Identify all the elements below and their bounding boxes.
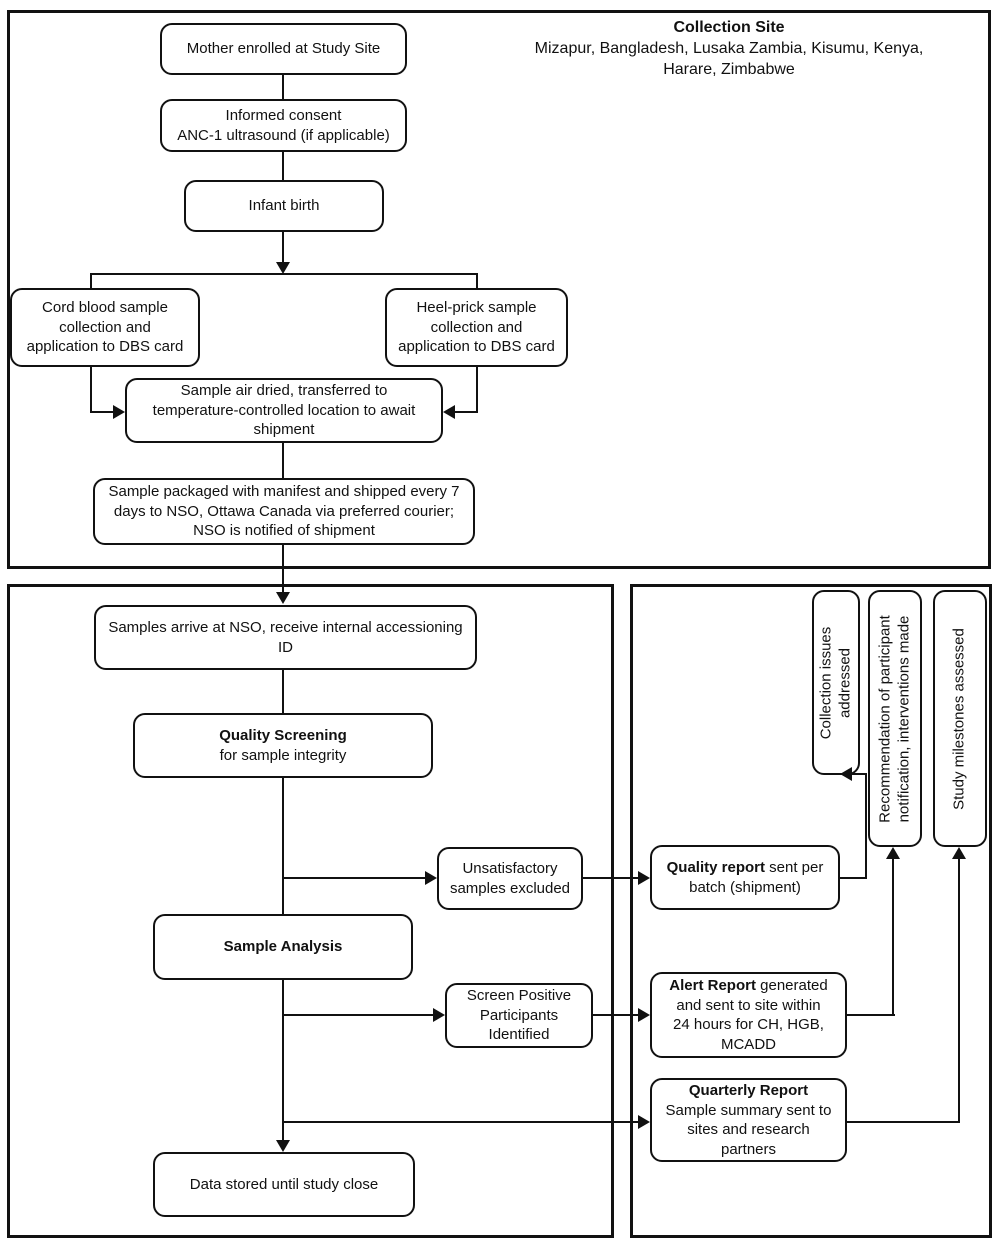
node-recommendation: Recommendation of participant notificati…	[868, 590, 922, 847]
connector-line	[892, 859, 894, 1016]
connector-line	[282, 75, 284, 99]
connector-line	[847, 1121, 960, 1123]
arrowhead-right-icon	[638, 871, 650, 885]
node-samples-arrive-label: Samples arrive at NSO, receive internal …	[108, 619, 463, 656]
arrowhead-down-icon	[276, 262, 290, 274]
node-alert-report-rest: generated and sent to site within 24 hou…	[673, 977, 828, 1053]
node-quarterly-report-rest: Sample summary sent to sites and researc…	[665, 1101, 832, 1158]
connector-line	[90, 411, 115, 413]
node-heel-prick: Heel-prick sample collection and applica…	[385, 288, 568, 367]
node-quality-screening-title: Quality Screening	[219, 727, 347, 744]
node-mother-enrolled-label: Mother enrolled at Study Site	[186, 40, 381, 58]
node-unsatisfactory-label: Unsatisfactory samples excluded	[449, 860, 571, 897]
connector-line	[282, 670, 284, 713]
connector-line	[282, 778, 284, 914]
node-collection-issues-label: Collection issues addressed	[817, 626, 853, 739]
node-screen-positive: Screen Positive Participants Identified	[445, 983, 593, 1048]
arrowhead-left-icon	[443, 405, 455, 419]
node-quality-screening: Quality Screening for sample integrity	[133, 713, 433, 778]
connector-line	[593, 1014, 638, 1016]
node-quality-report-title: Quality report	[666, 859, 765, 876]
arrowhead-up-icon	[886, 847, 900, 859]
connector-line	[583, 877, 638, 879]
arrowhead-right-icon	[638, 1115, 650, 1129]
arrowhead-right-icon	[433, 1008, 445, 1022]
arrowhead-right-icon	[638, 1008, 650, 1022]
node-quality-screening-sub: for sample integrity	[219, 746, 347, 764]
connector-line	[453, 411, 478, 413]
arrowhead-down-icon	[276, 1140, 290, 1152]
node-screen-positive-label: Screen Positive Participants Identified	[466, 987, 572, 1044]
connector-line	[476, 273, 478, 288]
arrowhead-right-icon	[425, 871, 437, 885]
connector-line	[852, 773, 867, 775]
node-alert-report: Alert Report generated and sent to site …	[650, 972, 847, 1058]
connector-line	[283, 1014, 433, 1016]
connector-line	[282, 232, 284, 264]
connector-line	[282, 980, 284, 1140]
node-sample-packaged-label: Sample packaged with manifest and shippe…	[108, 483, 460, 540]
connector-line	[282, 443, 284, 478]
node-informed-consent: Informed consent ANC-1 ultrasound (if ap…	[160, 99, 407, 152]
node-study-milestones: Study milestones assessed	[933, 590, 987, 847]
nso-processing-panel	[7, 584, 614, 1238]
node-samples-arrive: Samples arrive at NSO, receive internal …	[94, 605, 477, 670]
arrowhead-left-icon	[840, 767, 852, 781]
node-recommendation-label: Recommendation of participant notificati…	[876, 614, 912, 823]
node-quarterly-report: Quarterly Report Sample summary sent to …	[650, 1078, 847, 1162]
connector-line	[840, 877, 867, 879]
connector-line	[958, 859, 960, 1123]
connector-line	[90, 273, 92, 288]
node-heel-prick-label: Heel-prick sample collection and applica…	[398, 299, 555, 356]
collection-site-header: Collection Site Mizapur, Bangladesh, Lus…	[479, 18, 979, 80]
node-cord-blood-label: Cord blood sample collection and applica…	[26, 299, 184, 356]
connector-line	[90, 273, 478, 275]
arrowhead-down-icon	[276, 592, 290, 604]
node-collection-issues: Collection issues addressed	[812, 590, 860, 775]
node-quarterly-report-title: Quarterly Report	[688, 1082, 809, 1099]
node-data-stored: Data stored until study close	[153, 1152, 415, 1217]
node-sample-analysis: Sample Analysis	[153, 914, 413, 980]
node-sample-analysis-label: Sample Analysis	[223, 938, 343, 956]
arrowhead-right-icon	[113, 405, 125, 419]
node-informed-consent-label: Informed consent ANC-1 ultrasound (if ap…	[177, 107, 390, 144]
node-data-stored-label: Data stored until study close	[189, 1175, 379, 1193]
node-study-milestones-label: Study milestones assessed	[950, 627, 968, 810]
connector-line	[847, 1014, 895, 1016]
connector-line	[282, 152, 284, 180]
node-infant-birth: Infant birth	[184, 180, 384, 232]
arrowhead-up-icon	[952, 847, 966, 859]
node-infant-birth-label: Infant birth	[248, 197, 320, 215]
node-quality-report: Quality report sent per batch (shipment)	[650, 845, 840, 910]
node-cord-blood: Cord blood sample collection and applica…	[10, 288, 200, 367]
connector-line	[476, 367, 478, 413]
collection-site-title: Collection Site	[673, 19, 785, 36]
node-air-dried-label: Sample air dried, transferred to tempera…	[152, 382, 416, 439]
node-sample-packaged: Sample packaged with manifest and shippe…	[93, 478, 475, 545]
node-alert-report-title: Alert Report	[669, 977, 756, 994]
node-quality-report-rest: sent per batch (shipment)	[689, 859, 824, 896]
node-air-dried: Sample air dried, transferred to tempera…	[125, 378, 443, 443]
node-unsatisfactory: Unsatisfactory samples excluded	[437, 847, 583, 910]
node-mother-enrolled: Mother enrolled at Study Site	[160, 23, 407, 75]
collection-site-list: Mizapur, Bangladesh, Lusaka Zambia, Kisu…	[534, 39, 924, 78]
connector-line	[283, 877, 425, 879]
connector-line	[282, 545, 284, 595]
connector-line	[283, 1121, 638, 1123]
connector-line	[865, 773, 867, 879]
connector-line	[90, 367, 92, 413]
